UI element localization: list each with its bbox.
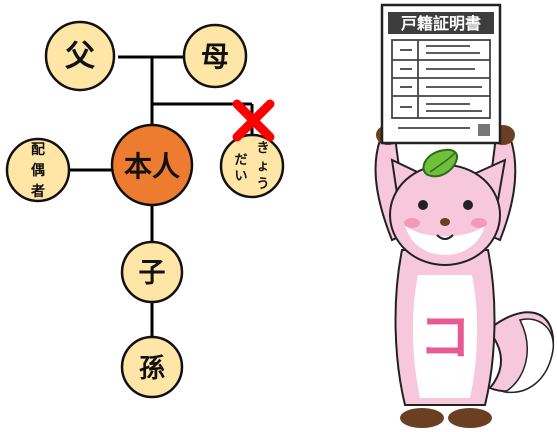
mother-node: 母	[182, 23, 248, 89]
tail-icon	[486, 311, 555, 394]
certificate-seal	[478, 124, 490, 136]
leaf-icon	[422, 148, 459, 178]
right-eye	[463, 200, 473, 210]
sibling-label-1a: だ	[234, 153, 247, 168]
certificate-form-lines	[391, 39, 491, 129]
spouse-node: 配 偶 者	[5, 137, 71, 203]
family-tree-diagram: 父 母 配 偶 者 本人 だ い き ょ う	[5, 20, 285, 399]
mascot-belly	[412, 275, 478, 398]
father-label: 父	[65, 39, 95, 74]
chest-glyph: コ	[419, 308, 471, 368]
left-cheek	[404, 218, 420, 228]
grandchild-label: 孫	[139, 354, 165, 384]
mascot-illustration: 戸籍証明書	[374, 3, 555, 428]
self-label: 本人	[124, 150, 180, 183]
sibling-node: だ い き ょ う	[219, 99, 285, 199]
sibling-label-2a: き	[256, 141, 269, 156]
certificate-title: 戸籍証明書	[401, 14, 481, 33]
mouth	[436, 234, 454, 240]
spouse-label-1: 配	[31, 142, 45, 158]
cross-mark-icon	[232, 99, 275, 142]
sibling-label-2c: う	[256, 177, 269, 192]
left-eye	[418, 200, 428, 210]
right-cheek	[471, 218, 487, 228]
family-register-certificate: 戸籍証明書	[380, 3, 502, 145]
spouse-label-3: 者	[31, 184, 45, 200]
father-node: 父	[44, 20, 116, 92]
spouse-label-2: 偶	[31, 162, 45, 179]
left-foot	[400, 408, 444, 428]
self-node: 本人	[110, 123, 194, 207]
grandchild-node: 孫	[120, 335, 184, 399]
child-label: 子	[139, 258, 166, 289]
sibling-label-2b: ょ	[256, 159, 269, 174]
right-foot	[448, 408, 492, 428]
mother-label: 母	[201, 40, 229, 73]
sibling-label-1b: い	[234, 169, 247, 184]
child-node: 子	[120, 240, 184, 304]
nose	[440, 218, 450, 226]
